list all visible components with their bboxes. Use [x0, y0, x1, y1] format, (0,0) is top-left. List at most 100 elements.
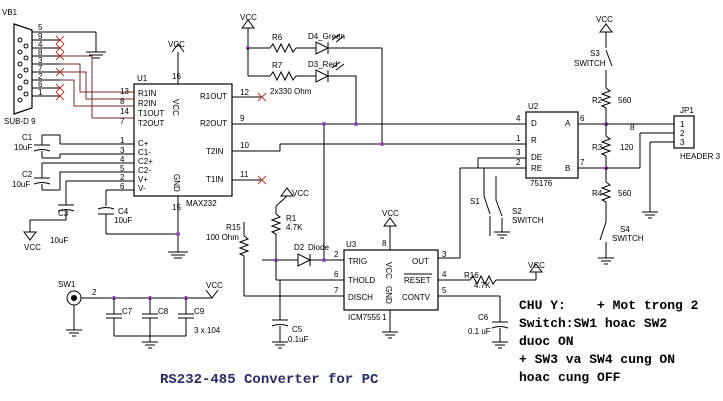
svg-text:V+: V+ — [138, 175, 148, 184]
svg-text:VCC: VCC — [206, 281, 223, 290]
svg-text:2: 2 — [334, 250, 339, 259]
svg-text:C1: C1 — [22, 133, 33, 142]
svg-text:R2: R2 — [592, 96, 603, 105]
svg-text:V-: V- — [138, 184, 146, 193]
svg-text:VCC: VCC — [240, 13, 257, 22]
note-line-5: hoac cung OFF — [519, 370, 621, 385]
svg-text:0.1uF: 0.1uF — [288, 335, 309, 344]
svg-text:2: 2 — [516, 158, 521, 167]
vb1-label: VB1 — [2, 8, 18, 17]
svg-text:B: B — [565, 164, 570, 173]
svg-text:10uF: 10uF — [114, 216, 132, 225]
svg-text:3: 3 — [680, 138, 685, 147]
svg-text:T2IN: T2IN — [206, 147, 224, 156]
svg-text:DISCH: DISCH — [348, 293, 373, 302]
svg-text:D2: D2 — [294, 243, 305, 252]
svg-text:VCC: VCC — [382, 209, 399, 218]
svg-text:Diode: Diode — [308, 243, 329, 252]
svg-text:C2: C2 — [22, 170, 33, 179]
svg-text:R2IN: R2IN — [138, 99, 156, 108]
svg-text:100 Ohm: 100 Ohm — [206, 233, 239, 242]
interconnect — [232, 122, 504, 260]
svg-text:10uF: 10uF — [12, 180, 30, 189]
svg-text:RESET: RESET — [404, 276, 431, 285]
svg-text:SWITCH: SWITCH — [512, 216, 544, 225]
svg-text:4.7K: 4.7K — [474, 281, 491, 290]
svg-text:GND: GND — [172, 174, 181, 192]
power-section: SW1 2 VCC C7 C8 C9 3 x 104 — [58, 280, 223, 349]
svg-text:9: 9 — [38, 32, 43, 41]
svg-text:SWITCH: SWITCH — [574, 59, 606, 68]
svg-text:12: 12 — [240, 88, 249, 97]
svg-text:7: 7 — [334, 286, 339, 295]
svg-text:6: 6 — [334, 270, 339, 279]
svg-text:10: 10 — [240, 141, 249, 150]
svg-text:2: 2 — [120, 173, 125, 182]
svg-text:U3: U3 — [346, 240, 357, 249]
svg-text:C9: C9 — [194, 307, 205, 316]
u1-body — [133, 83, 233, 197]
svg-text:9: 9 — [240, 114, 245, 123]
svg-text:ICM7555: ICM7555 — [348, 313, 381, 322]
svg-text:0.1 uF: 0.1 uF — [468, 327, 491, 336]
svg-text:D: D — [531, 119, 537, 128]
svg-text:5: 5 — [120, 164, 125, 173]
svg-text:T2OUT: T2OUT — [138, 119, 164, 128]
svg-text:8: 8 — [382, 239, 387, 248]
svg-text:VCC: VCC — [596, 15, 613, 24]
svg-text:3: 3 — [516, 148, 521, 157]
svg-text:1: 1 — [516, 134, 521, 143]
svg-text:R2OUT: R2OUT — [200, 119, 227, 128]
svg-text:R1: R1 — [286, 214, 297, 223]
db9-connector: VB1 SUB-D 9 5 9 4 8 3 7 2 6 1 — [2, 8, 134, 126]
svg-text:6: 6 — [580, 114, 585, 123]
diagram-title: RS232-485 Converter for PC — [160, 372, 379, 388]
svg-text:C5: C5 — [292, 325, 303, 334]
svg-text:560: 560 — [618, 96, 632, 105]
svg-text:CONTV: CONTV — [402, 293, 431, 302]
svg-text:VCC: VCC — [168, 40, 185, 49]
svg-text:4.7K: 4.7K — [286, 223, 303, 232]
svg-text:3: 3 — [38, 56, 43, 65]
svg-text:S4: S4 — [620, 225, 630, 234]
svg-text:R4: R4 — [592, 189, 603, 198]
svg-text:TRIG: TRIG — [348, 257, 367, 266]
svg-text:R7: R7 — [272, 61, 283, 70]
note-line-2: Switch:SW1 hoac SW2 — [519, 316, 668, 331]
svg-text:R6: R6 — [272, 33, 283, 42]
svg-text:T1OUT: T1OUT — [138, 109, 164, 118]
svg-text:8: 8 — [38, 48, 43, 57]
svg-text:C1-: C1- — [138, 148, 151, 157]
svg-text:3: 3 — [120, 146, 125, 155]
svg-text:4: 4 — [516, 114, 521, 123]
svg-text:2: 2 — [680, 129, 685, 138]
svg-text:120: 120 — [620, 143, 634, 152]
led-indicators: VCC R6 D4_Green R7 D3_Red 2x330 Ohm — [240, 13, 383, 144]
svg-text:15: 15 — [172, 203, 181, 212]
svg-text:U2: U2 — [528, 102, 539, 111]
svg-text:R3: R3 — [592, 143, 603, 152]
svg-text:VCC: VCC — [528, 261, 545, 270]
svg-text:C7: C7 — [122, 307, 133, 316]
svg-text:3: 3 — [442, 250, 447, 259]
u2-body — [525, 111, 579, 179]
svg-text:5: 5 — [442, 286, 447, 295]
svg-text:R16: R16 — [464, 271, 479, 280]
u3-body — [343, 249, 439, 311]
svg-text:10uF: 10uF — [50, 236, 68, 245]
svg-text:R: R — [531, 136, 537, 145]
svg-text:1: 1 — [382, 313, 387, 322]
svg-text:D3_Red: D3_Red — [308, 60, 337, 69]
svg-text:R1IN: R1IN — [138, 89, 156, 98]
svg-text:THOLD: THOLD — [348, 276, 375, 285]
svg-text:560: 560 — [618, 189, 632, 198]
svg-text:4: 4 — [442, 270, 447, 279]
svg-text:1: 1 — [38, 88, 43, 97]
svg-text:13: 13 — [120, 87, 129, 96]
svg-text:VCC: VCC — [171, 99, 180, 116]
svg-text:JP1: JP1 — [680, 106, 694, 115]
svg-text:SW1: SW1 — [58, 280, 76, 289]
